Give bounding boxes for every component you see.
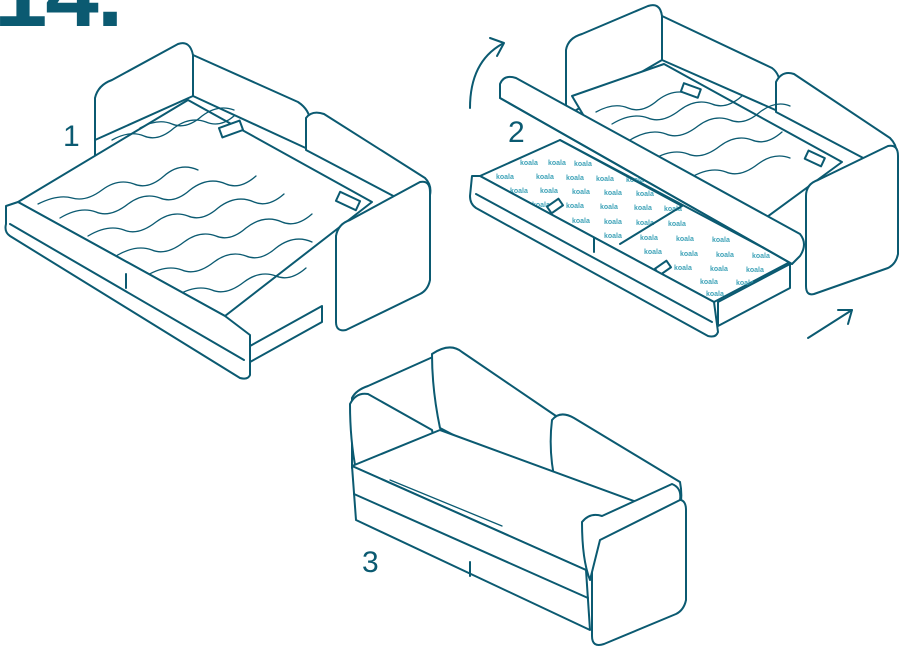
svg-text:koala: koala	[604, 233, 622, 240]
svg-text:koala: koala	[752, 253, 770, 260]
svg-text:koala: koala	[520, 160, 538, 167]
svg-text:koala: koala	[710, 266, 728, 273]
svg-text:koala: koala	[676, 236, 694, 243]
svg-text:koala: koala	[566, 203, 584, 210]
svg-text:koala: koala	[600, 204, 618, 211]
svg-text:koala: koala	[604, 219, 622, 226]
svg-text:koala: koala	[706, 291, 724, 298]
svg-text:koala: koala	[716, 252, 734, 259]
figure-2-folding: koala koala koala koala koala koala koal…	[469, 4, 899, 339]
front-frame	[469, 175, 719, 338]
svg-text:koala: koala	[644, 249, 662, 256]
svg-text:koala: koala	[532, 202, 550, 209]
step-title: 14.	[0, 0, 123, 42]
svg-text:koala: koala	[668, 221, 686, 228]
backrest	[565, 4, 663, 117]
svg-text:koala: koala	[636, 220, 654, 227]
svg-text:koala: koala	[510, 188, 528, 195]
svg-text:koala: koala	[596, 176, 614, 183]
svg-text:koala: koala	[540, 188, 558, 195]
svg-text:koala: koala	[572, 218, 590, 225]
step-label-3: 3	[362, 546, 379, 579]
svg-text:koala: koala	[640, 235, 658, 242]
svg-text:koala: koala	[664, 206, 682, 213]
push-arrow-icon	[807, 309, 853, 339]
svg-text:koala: koala	[604, 190, 622, 197]
spring-lines	[595, 91, 791, 179]
svg-text:koala: koala	[712, 237, 730, 244]
svg-text:koala: koala	[536, 174, 554, 181]
step-label-1: 1	[63, 120, 80, 153]
right-arm	[805, 144, 899, 296]
svg-text:koala: koala	[572, 189, 590, 196]
svg-text:koala: koala	[674, 265, 692, 272]
svg-text:koala: koala	[700, 279, 718, 286]
svg-text:koala: koala	[574, 161, 592, 168]
svg-text:koala: koala	[636, 191, 654, 198]
step-label-2: 2	[508, 116, 525, 149]
svg-text:koala: koala	[634, 205, 652, 212]
svg-text:koala: koala	[496, 174, 514, 181]
figure-3-closed-sofa	[349, 346, 687, 646]
svg-text:koala: koala	[566, 175, 584, 182]
folding-panel	[499, 75, 805, 265]
front-frame	[4, 201, 251, 380]
front-frame	[351, 465, 591, 631]
figure-1-open-sofa-bed	[4, 42, 432, 380]
right-arm	[335, 180, 431, 332]
svg-text:koala: koala	[736, 280, 754, 287]
rotate-arrow-icon	[469, 37, 505, 109]
svg-text:koala: koala	[548, 160, 566, 167]
svg-text:koala: koala	[746, 267, 764, 274]
svg-text:koala: koala	[680, 251, 698, 258]
spring-lines	[37, 107, 313, 297]
